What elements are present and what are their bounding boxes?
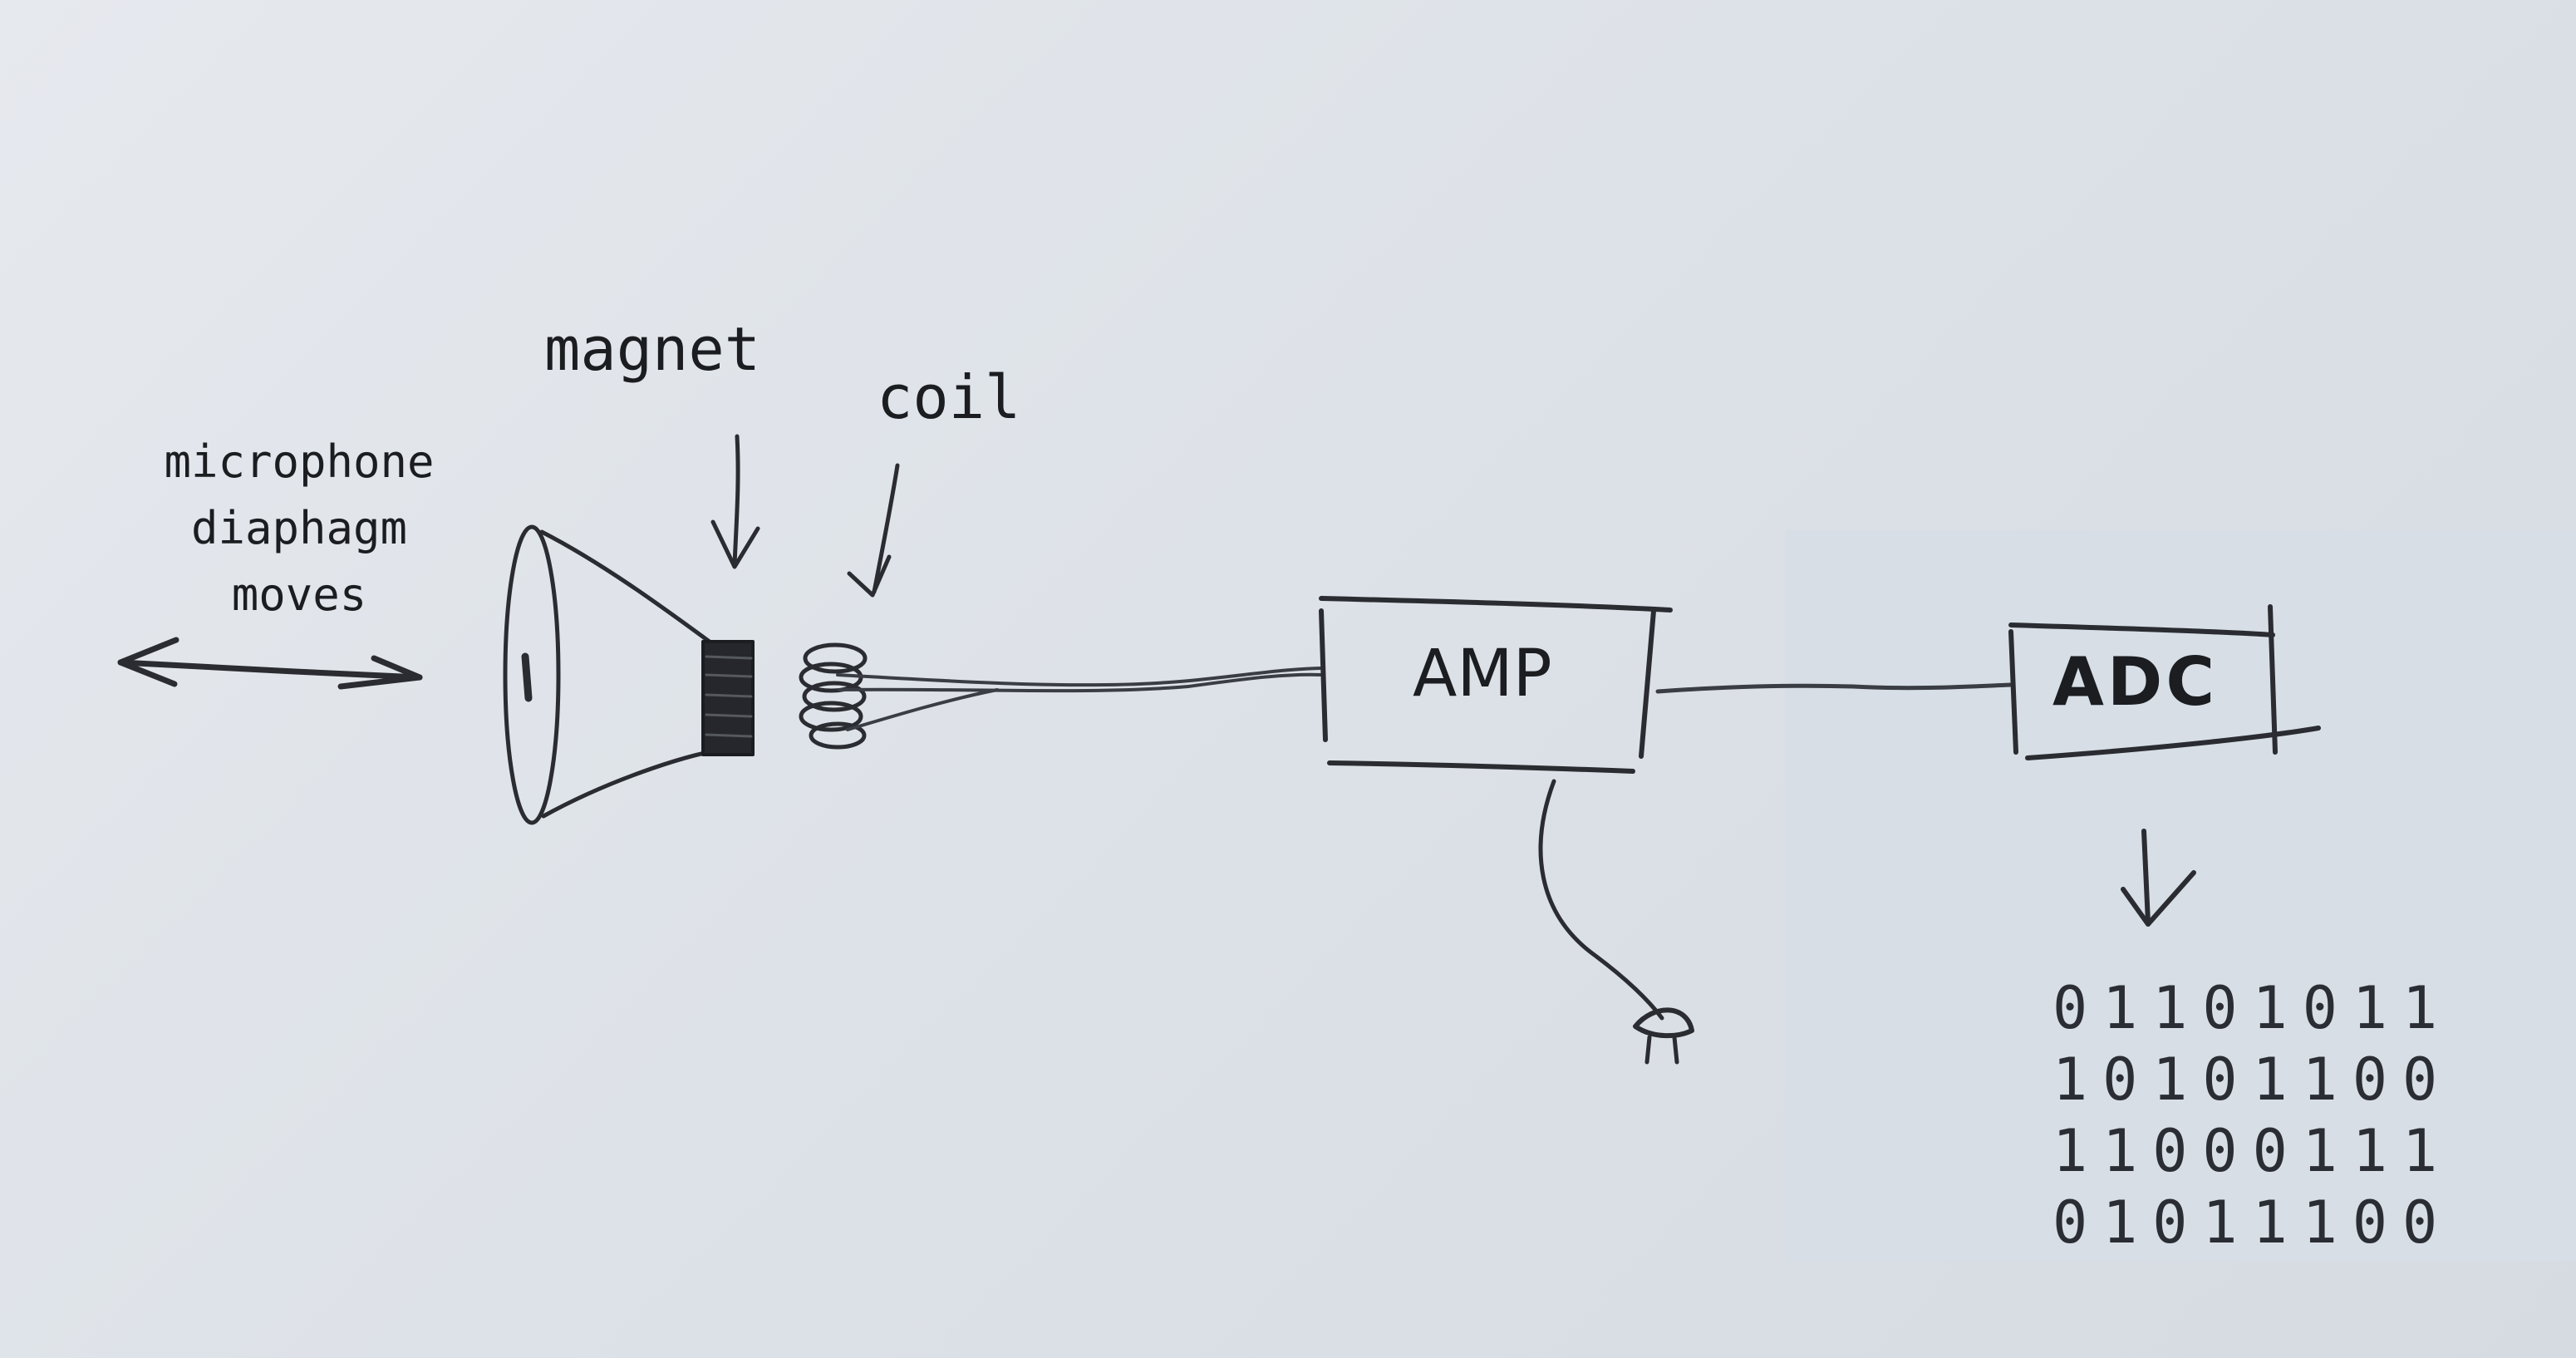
power-plug-icon: [1633, 1007, 1694, 1039]
power-cord: [1538, 779, 1694, 1065]
coil-loops: [799, 642, 868, 750]
binary-row: 01101011: [2052, 974, 2453, 1042]
adc-output-arrow: [2121, 829, 2196, 927]
binary-row: 10101100: [2052, 1046, 2453, 1114]
binary-output: 01101011 10101100 11000111 01011100: [2052, 972, 2452, 1258]
microphone-cone: [503, 524, 724, 825]
amp-to-adc-wire: [1655, 682, 2013, 694]
diaphragm-ellipse: [503, 524, 561, 825]
adc-box: [2008, 604, 2321, 760]
label-mic-line-1: microphone: [164, 435, 435, 488]
label-mic-line-3: moves: [231, 568, 367, 621]
binary-row: 11000111: [2052, 1117, 2453, 1185]
amp-box: [1319, 596, 1673, 774]
diaphragm-center-mark: [521, 652, 533, 702]
binary-row: 01011100: [2052, 1188, 2453, 1257]
magnet-pointer-arrow: [710, 434, 760, 569]
coil-to-amp-wire: [836, 667, 1325, 731]
movement-arrow-left-head: [117, 637, 179, 687]
cone-bottom-edge: [541, 747, 724, 819]
movement-arrow-shaft: [117, 659, 423, 681]
movement-arrow: [117, 637, 423, 690]
movement-arrow-right-head: [337, 655, 423, 690]
coil-pointer-arrow: [847, 463, 900, 598]
paper-patch: [1785, 530, 2576, 1262]
magnet-block: [701, 640, 755, 756]
cone-top-edge: [539, 529, 719, 649]
label-mic-line-2: diaphagm: [190, 502, 408, 554]
label-coil: coil: [877, 362, 1021, 432]
label-microphone-diaphragm: microphone diaphagm moves: [133, 429, 465, 628]
label-amp: AMP: [1413, 637, 1552, 711]
label-adc: ADC: [2052, 643, 2219, 721]
label-magnet: magnet: [544, 314, 761, 384]
